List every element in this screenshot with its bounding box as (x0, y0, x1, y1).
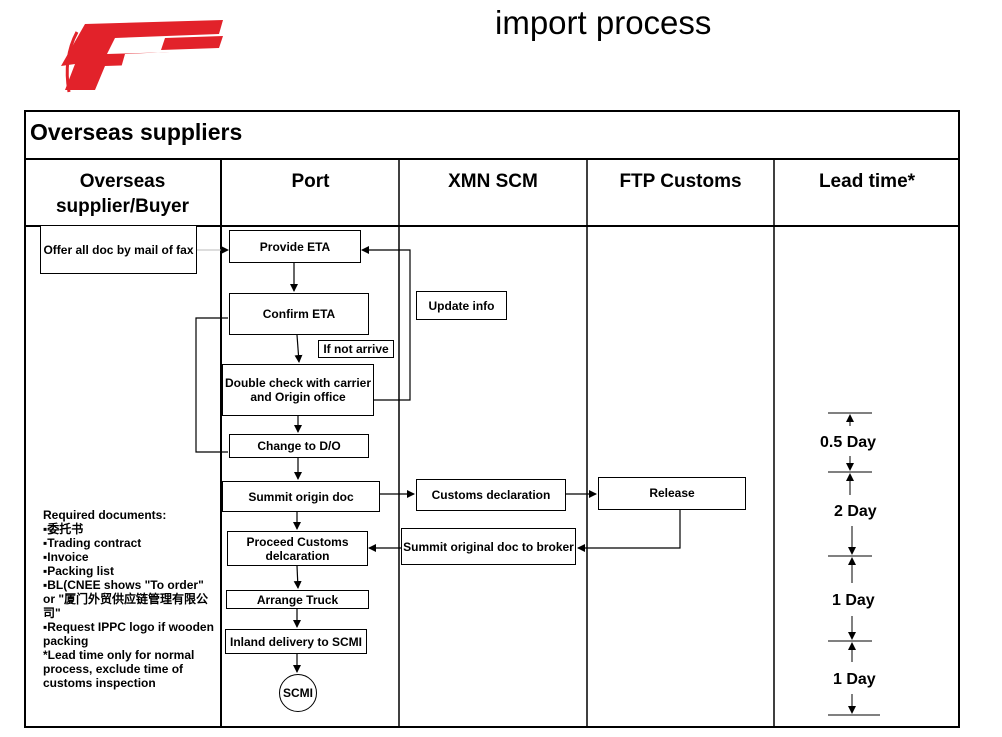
box-change-do: Change to D/O (229, 434, 369, 458)
col-header-overseas-supplier: Overseas supplier/Buyer (55, 171, 190, 217)
note-line: *Lead time only for normal (43, 648, 195, 662)
box-provide-eta: Provide ETA (229, 230, 361, 263)
box-double-check-line1: Double check with carrier (224, 376, 372, 390)
col-header-lead-time: Lead time* (818, 171, 916, 192)
lead-time-1: 0.5 Day (820, 434, 877, 451)
note-line: ▪Invoice (43, 550, 89, 564)
circle-scmi: SCMI (279, 674, 317, 712)
lead-time-3: 1 Day (832, 592, 875, 609)
note-line: ▪委托书 (43, 522, 84, 536)
box-arrange-truck: Arrange Truck (226, 590, 369, 609)
note-line: ▪Packing list (43, 564, 114, 578)
note-line: customs inspection (43, 676, 156, 690)
box-customs-declaration: Customs declaration (416, 479, 566, 511)
col-header-ftp-customs: FTP Customs (619, 171, 742, 192)
box-if-not-arrive: If not arrive (318, 340, 394, 358)
box-proceed-line2: delcaration (265, 548, 330, 563)
company-logo (61, 20, 223, 93)
box-proceed-line1: Proceed Customs (246, 534, 349, 549)
lead-time-4: 1 Day (833, 671, 876, 688)
col-header-xmn-scm: XMN SCM (448, 171, 538, 192)
note-line: ▪Trading contract (43, 536, 142, 550)
col-header-port: Port (291, 171, 330, 192)
box-proceed-customs: Proceed Customs delcaration (227, 531, 368, 566)
note-line: or "厦门外贸供应链管理有限公 (43, 592, 209, 606)
box-summit-original-doc: Summit original doc to broker (401, 528, 576, 565)
box-double-check-line2: and Origin office (250, 390, 346, 404)
note-line: Required documents: (43, 508, 167, 522)
note-line: process, exclude time of (43, 662, 184, 676)
box-update-info: Update info (416, 291, 507, 320)
lead-time-2: 2 Day (834, 503, 877, 520)
swimlane-table (24, 110, 960, 728)
note-line: ▪BL(CNEE shows "To order" (43, 578, 204, 592)
box-inland-delivery: Inland delivery to SCMI (225, 629, 367, 654)
box-offer-docs: Offer all doc by mail of fax (40, 226, 197, 274)
box-double-check: Double check with carrier and Origin off… (222, 364, 374, 416)
note-line: ▪Request IPPC logo if wooden (43, 620, 214, 634)
note-line: packing (43, 634, 89, 648)
required-documents-notes: Required documents: ▪委托书 ▪Trading contra… (43, 508, 221, 690)
box-release: Release (598, 477, 746, 510)
box-confirm-eta: Confirm ETA (229, 293, 369, 335)
section-title: Overseas suppliers (30, 119, 243, 145)
page-title: import process (495, 4, 712, 41)
box-summit-origin-doc: Summit origin doc (222, 481, 380, 512)
note-line: 司" (43, 606, 61, 620)
